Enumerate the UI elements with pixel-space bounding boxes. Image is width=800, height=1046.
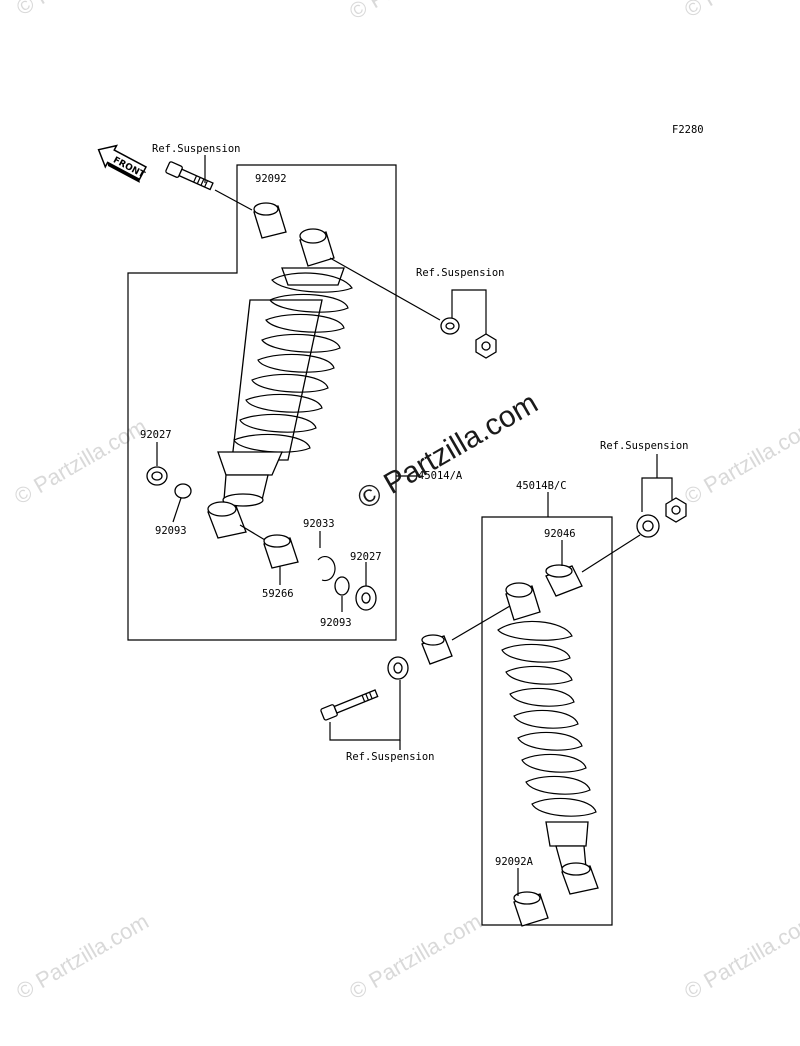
collar-92092 (253, 202, 287, 239)
left-shock-assembly: Ref.Suspension 92092 (127, 143, 463, 641)
ref-bracket-upper-right (451, 289, 487, 336)
label-92033: 92033 (303, 518, 335, 530)
watermark-bottom-center: © Partzilla.com (345, 909, 486, 1005)
ref-suspension-lower: Ref.Suspension (346, 751, 435, 763)
washer-lower (387, 656, 409, 680)
watermark-mid-right: © Partzilla.com (680, 414, 800, 510)
top-bolt (165, 161, 214, 191)
watermark-mid-left: © Partzilla.com (10, 414, 151, 510)
ring-92093-right (334, 576, 350, 596)
upper-eye-bushing (299, 228, 335, 267)
watermark-top-right: © Partzilla.com (680, 0, 800, 22)
ref-suspension-upper-right: Ref.Suspension (416, 267, 505, 279)
left-shock-body (217, 267, 353, 507)
collar-lower (421, 634, 453, 665)
figure-code: F2280 (672, 124, 704, 136)
washer-92027-left (146, 466, 168, 486)
watermark-center: © Partzilla.com (352, 386, 544, 516)
bolt-axis-line (214, 189, 253, 211)
washer-92027-right (355, 585, 377, 611)
nut-upper-right (475, 333, 497, 359)
ref-suspension-right: Ref.Suspension (600, 440, 689, 452)
upper-axis-right (581, 534, 641, 573)
front-direction-badge: FRONT (97, 144, 148, 183)
label-45014bc: 45014B/C (516, 480, 567, 492)
lower-axis-left (239, 524, 266, 541)
right-assembly-frame (481, 516, 613, 926)
lower-eye-bushing (207, 501, 247, 539)
label-92046: 92046 (544, 528, 576, 540)
collar-59266 (263, 534, 299, 569)
label-92093-right: 92093 (320, 617, 352, 629)
lower-ref-suspension-hardware: Ref.Suspension (320, 605, 511, 763)
label-59266: 59266 (262, 588, 294, 600)
circlip-92033 (317, 555, 336, 582)
right-upper-eye (505, 582, 541, 621)
label-92092: 92092 (255, 173, 287, 185)
watermark-top-center: © Partzilla.com (345, 0, 486, 24)
watermark-top-left: © Partzilla.com (12, 0, 153, 20)
washer-upper-right (440, 317, 460, 335)
watermark-bottom-right: © Partzilla.com (680, 909, 800, 1005)
label-92027-left: 92027 (140, 429, 172, 441)
label-45014a: 45014/A (418, 470, 463, 482)
nut-right-upper (665, 497, 687, 523)
right-lower-eye (561, 862, 599, 895)
ref-suspension-top: Ref.Suspension (152, 143, 241, 155)
ring-92093-left (174, 483, 192, 499)
lower-axis-line (451, 605, 511, 641)
label-92093-left: 92093 (155, 525, 187, 537)
collar-92046 (545, 564, 583, 597)
ref-bracket-lower (329, 680, 401, 741)
watermark-bottom-left: © Partzilla.com (12, 909, 153, 1005)
upper-bolt-axis (329, 257, 441, 321)
left-assembly-frame (127, 164, 397, 641)
right-ref-suspension-hardware: Ref.Suspension (600, 440, 689, 538)
leader-92093-left (172, 497, 182, 523)
upper-ref-suspension-hardware: Ref.Suspension (416, 267, 505, 359)
label-92092a: 92092A (495, 856, 534, 868)
lower-bolt (320, 689, 379, 721)
collar-92092a (513, 891, 549, 927)
right-shock-assembly: 45014B/C 92046 (481, 480, 641, 927)
washer-right-upper (636, 514, 660, 538)
label-92027-right: 92027 (350, 551, 382, 563)
right-shock-body (497, 620, 597, 869)
